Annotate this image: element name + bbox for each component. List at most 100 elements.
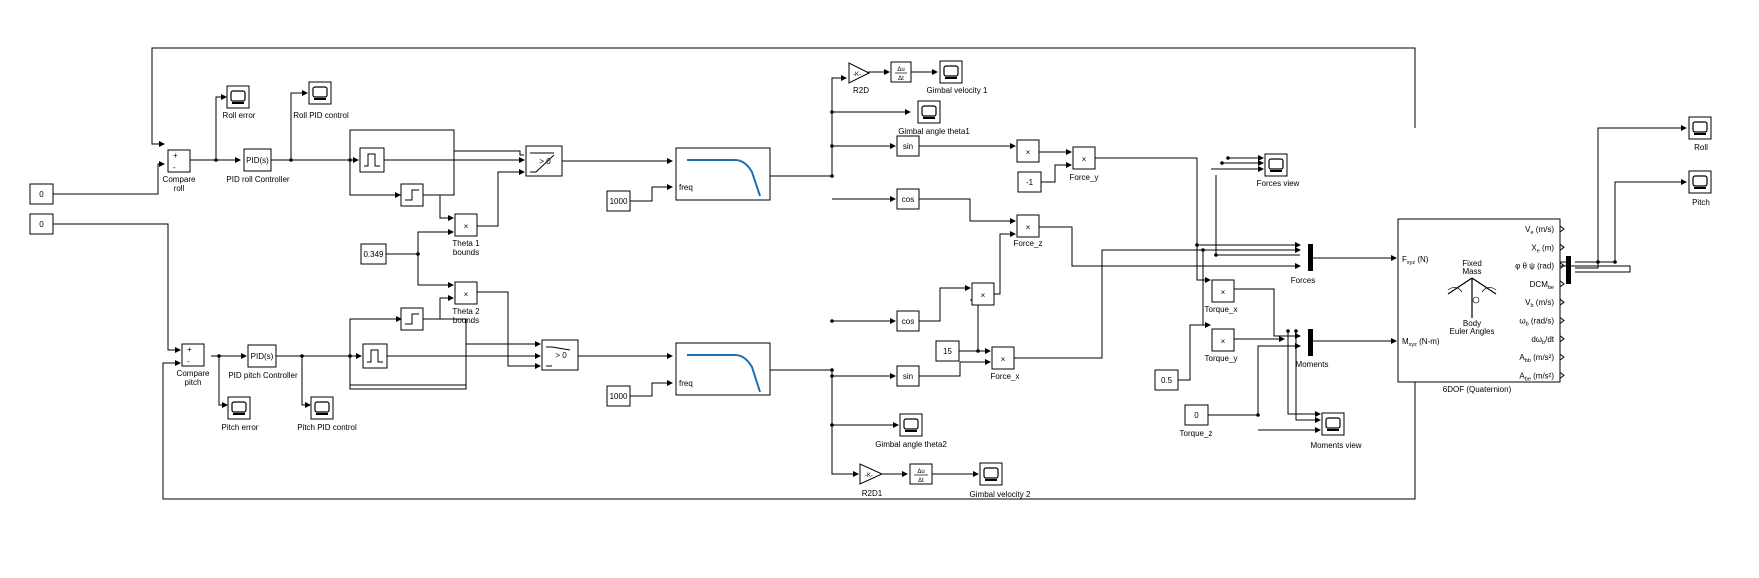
signal-lines [53, 47, 1687, 500]
sin-roll[interactable]: sin [896, 135, 920, 157]
demux-outputs[interactable] [1566, 256, 1571, 284]
pulse-generator-roll[interactable] [359, 147, 385, 173]
scope-pitch-pid-control[interactable] [310, 396, 334, 420]
force-y-multiply[interactable]: × [1072, 146, 1096, 170]
pitch-label: Pitch [1692, 198, 1710, 207]
cos-text: cos [902, 195, 914, 204]
pid-pitch-text: PID(s) [251, 352, 274, 361]
derivative-2[interactable]: Δu Δt [909, 463, 933, 485]
moments-view-label: Moments view [1310, 441, 1361, 450]
fixed-text: Fixed [1462, 259, 1482, 268]
scope-pitch[interactable] [1688, 170, 1712, 194]
gain-r2d1[interactable]: -K- [859, 463, 884, 485]
sixdof-output-label: ωb (rad/s) [1519, 317, 1554, 328]
torque-y-label: Torque_y [1205, 354, 1238, 363]
euler-angles-text: Euler Angles [1450, 327, 1495, 336]
times-sign: × [1082, 155, 1087, 164]
force-x-multiply[interactable]: × [991, 346, 1015, 370]
constant-freq-roll[interactable]: 1000 [606, 190, 631, 212]
pid-roll-controller[interactable]: PID(s) [243, 148, 272, 172]
sixdof-quaternion-block[interactable]: Fxyz (N) Mxyz (N-m) Fixed Mass Body Eule… [1397, 218, 1565, 383]
theta1-multiply[interactable]: × [454, 213, 478, 237]
times-sign: × [1221, 337, 1226, 346]
scope-moments-view[interactable] [1321, 412, 1345, 436]
pitch-pid-control-label: Pitch PID control [297, 423, 357, 432]
pulse-generator-pitch[interactable] [362, 343, 388, 369]
step-pitch[interactable] [400, 307, 424, 331]
force-z-multiply[interactable]: × [1016, 214, 1040, 238]
sin-pitch[interactable]: sin [896, 365, 920, 387]
output-port-arrow [1559, 372, 1565, 379]
step-roll[interactable] [400, 183, 424, 207]
sixdof-label: 6DOF (Quaternion) [1443, 385, 1512, 394]
times-sign: × [464, 290, 469, 299]
pid-pitch-controller[interactable]: PID(s) [247, 344, 277, 368]
constant-theta-limit[interactable]: 0.349 [360, 243, 387, 265]
scope-roll-error[interactable] [226, 85, 250, 109]
derivative-1[interactable]: Δu Δt [890, 61, 912, 83]
force-x-label: Force_x [991, 372, 1020, 381]
theta2-multiply[interactable]: × [454, 281, 478, 305]
constant-torque-z[interactable]: 0 [1184, 404, 1209, 426]
scope-gimbal-angle-theta2[interactable] [899, 413, 923, 437]
junction-dots [214, 110, 1617, 427]
constant-neg1[interactable]: -1 [1017, 171, 1042, 193]
times-sign: × [1026, 223, 1031, 232]
switch-roll[interactable]: > 0 [525, 145, 563, 177]
sin-text: sin [903, 372, 913, 381]
pitch-error-label: Pitch error [222, 423, 259, 432]
multiply-cos-pitch[interactable]: × [971, 282, 995, 306]
switch-condition: > 0 [539, 157, 551, 166]
multiply-sin-roll[interactable]: × [1016, 139, 1040, 163]
scope-gimbal-angle-theta1[interactable] [917, 100, 941, 124]
r2d-label: R2D [853, 86, 869, 95]
constant-0-5[interactable]: 0.5 [1154, 369, 1179, 391]
sixdof-output-label: Vb (m/s) [1525, 298, 1554, 309]
cos-pitch[interactable]: cos [896, 310, 920, 332]
torque-y-multiply[interactable]: × [1211, 328, 1235, 352]
scope-roll-pid-control[interactable] [308, 81, 332, 105]
pid-pitch-label: PID pitch Controller [228, 371, 298, 380]
input-forces-port: Fxyz (N) [1402, 255, 1429, 266]
cos-text: cos [902, 317, 914, 326]
constant-freq-pitch[interactable]: 1000 [606, 385, 631, 407]
freq-port-label: freq [679, 379, 693, 388]
compare-roll-sum[interactable]: + - [167, 149, 191, 173]
input-moments-port: Mxyz (N-m) [1402, 337, 1440, 348]
constant-15[interactable]: 15 [935, 340, 960, 362]
roll-pid-control-label: Roll PID control [293, 111, 349, 120]
mass-text: Mass [1462, 267, 1481, 276]
scope-gimbal-velocity-2[interactable] [979, 462, 1003, 486]
scope-gimbal-velocity-1[interactable] [939, 60, 963, 84]
scope-pitch-error[interactable] [227, 396, 251, 420]
deriv-top: Δu [897, 67, 904, 73]
sixdof-output-label: Abb (m/s²) [1519, 353, 1554, 364]
mux-forces[interactable] [1308, 244, 1313, 271]
torque-x-multiply[interactable]: × [1211, 279, 1235, 303]
cos-roll[interactable]: cos [896, 188, 920, 210]
switch-pitch[interactable]: > 0 [541, 339, 579, 371]
filter-roll[interactable]: freq [675, 147, 771, 201]
compare-pitch-sum[interactable]: + - [181, 343, 205, 367]
freq-port-label: freq [679, 183, 693, 192]
constant-roll-ref[interactable]: 0 [29, 183, 54, 205]
gain-r2d[interactable]: -K- [848, 62, 871, 84]
scope-forces-view[interactable] [1264, 153, 1288, 177]
plus-sign: + [187, 345, 192, 354]
sixdof-output-label: Abe (m/s²) [1519, 371, 1554, 382]
filter-pitch[interactable]: freq [675, 342, 771, 396]
mux-moments[interactable] [1308, 329, 1313, 356]
sixdof-output-label: φ θ ψ (rad) [1515, 262, 1554, 271]
constant-pitch-ref[interactable]: 0 [29, 213, 54, 235]
scope-roll[interactable] [1688, 116, 1712, 140]
sin-text: sin [903, 142, 913, 151]
torque-x-label: Torque_x [1205, 305, 1238, 314]
torque-z-label: Torque_z [1180, 429, 1213, 438]
plus-sign: + [173, 151, 178, 160]
forces-label: Forces [1291, 276, 1315, 285]
sixdof-output-label: dωb/dt [1531, 335, 1554, 346]
gimbal-angle-theta1-label: Gimbal angle theta1 [898, 127, 970, 136]
constant-value: 1000 [610, 197, 628, 206]
